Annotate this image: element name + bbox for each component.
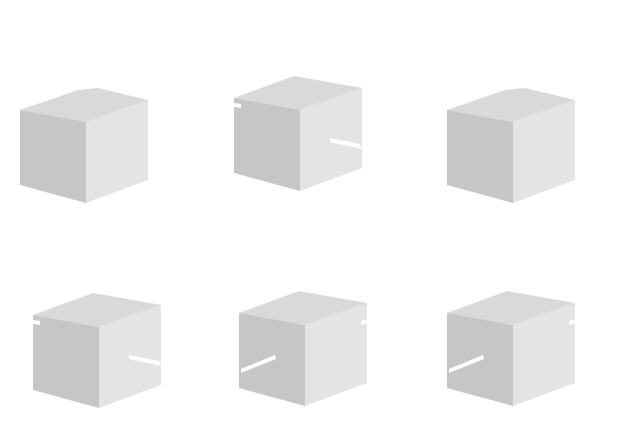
cube-left-face bbox=[33, 315, 99, 408]
slit-right-face-horizontal bbox=[129, 355, 161, 366]
cube-right-face bbox=[86, 100, 148, 203]
cube-6 bbox=[447, 291, 575, 406]
slit-left-face-diagonal bbox=[449, 355, 484, 373]
cube-top-face bbox=[447, 291, 575, 325]
cube-2 bbox=[234, 76, 362, 191]
slit-left-face-top-edge bbox=[33, 320, 40, 325]
cube-5 bbox=[239, 291, 367, 406]
slit-right-face-horizontal bbox=[330, 138, 362, 149]
cube-right-face bbox=[513, 100, 575, 203]
slit-left-face-top-edge bbox=[234, 103, 241, 108]
cube-top-face bbox=[20, 88, 148, 122]
cube-right-face bbox=[513, 303, 575, 406]
slit-left-face-diagonal bbox=[241, 355, 276, 373]
cube-top-face bbox=[239, 291, 367, 325]
cube-top-face bbox=[447, 88, 575, 122]
cube-top-face bbox=[33, 293, 161, 327]
cube-left-face bbox=[234, 98, 300, 191]
slit-right-face-top-edge bbox=[569, 319, 575, 325]
cube-1 bbox=[20, 88, 148, 203]
slit-right-face-top-edge bbox=[361, 319, 367, 325]
cube-left-face bbox=[20, 110, 86, 203]
cube-top-face bbox=[234, 76, 362, 110]
cube-right-face bbox=[305, 303, 367, 406]
cube-3 bbox=[447, 88, 575, 203]
cube-4 bbox=[33, 293, 161, 408]
cube-left-face bbox=[447, 110, 513, 203]
